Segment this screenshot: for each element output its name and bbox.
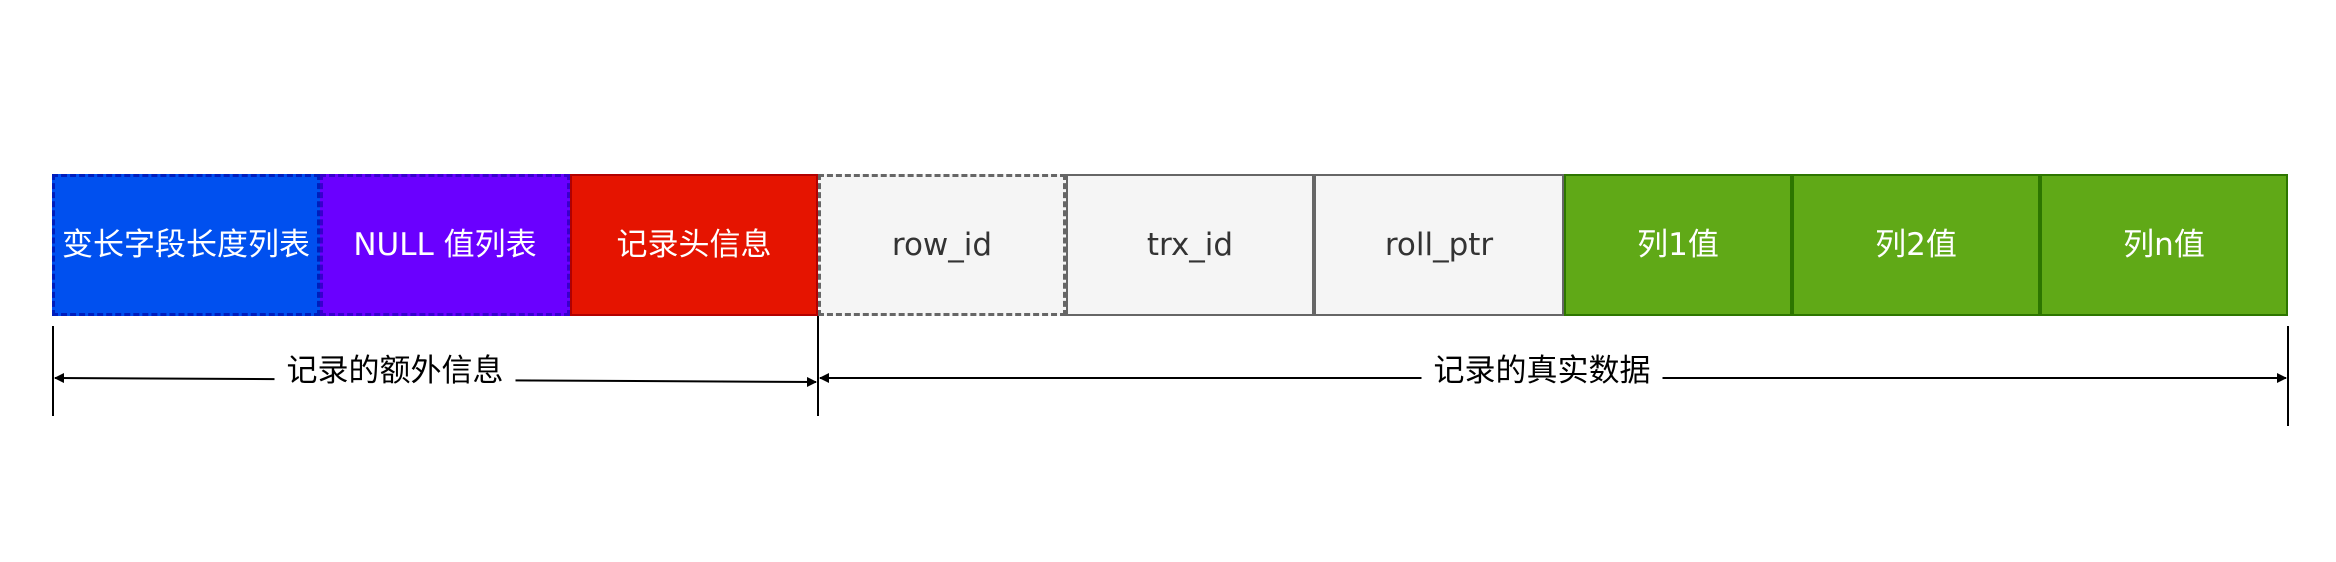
field-column-2: 列2值: [1792, 174, 2040, 316]
field-record-header: 记录头信息: [570, 174, 818, 316]
field-label: 变长字段长度列表: [62, 226, 310, 263]
field-label: row_id: [891, 226, 993, 263]
record-row: 变长字段长度列表 NULL 值列表 记录头信息 row_id trx_id ro…: [0, 174, 2336, 316]
field-label: 列n值: [2123, 226, 2205, 263]
field-row-id: row_id: [818, 174, 1066, 316]
field-null-value-list: NULL 值列表: [320, 174, 570, 316]
field-column-1: 列1值: [1564, 174, 1792, 316]
field-label: 记录头信息: [616, 226, 772, 263]
field-variable-length-list: 变长字段长度列表: [52, 174, 320, 316]
field-label: roll_ptr: [1384, 226, 1494, 263]
field-trx-id: trx_id: [1066, 174, 1314, 316]
field-label: 列2值: [1875, 226, 1957, 263]
field-column-n: 列n值: [2040, 174, 2288, 316]
extra-info-label: 记录的额外信息: [274, 356, 516, 387]
field-label: NULL 值列表: [353, 226, 537, 263]
real-data-label: 记录的真实数据: [1421, 356, 1663, 387]
field-roll-ptr: roll_ptr: [1314, 174, 1564, 316]
field-label: 列1值: [1637, 226, 1719, 263]
field-label: trx_id: [1146, 226, 1234, 263]
